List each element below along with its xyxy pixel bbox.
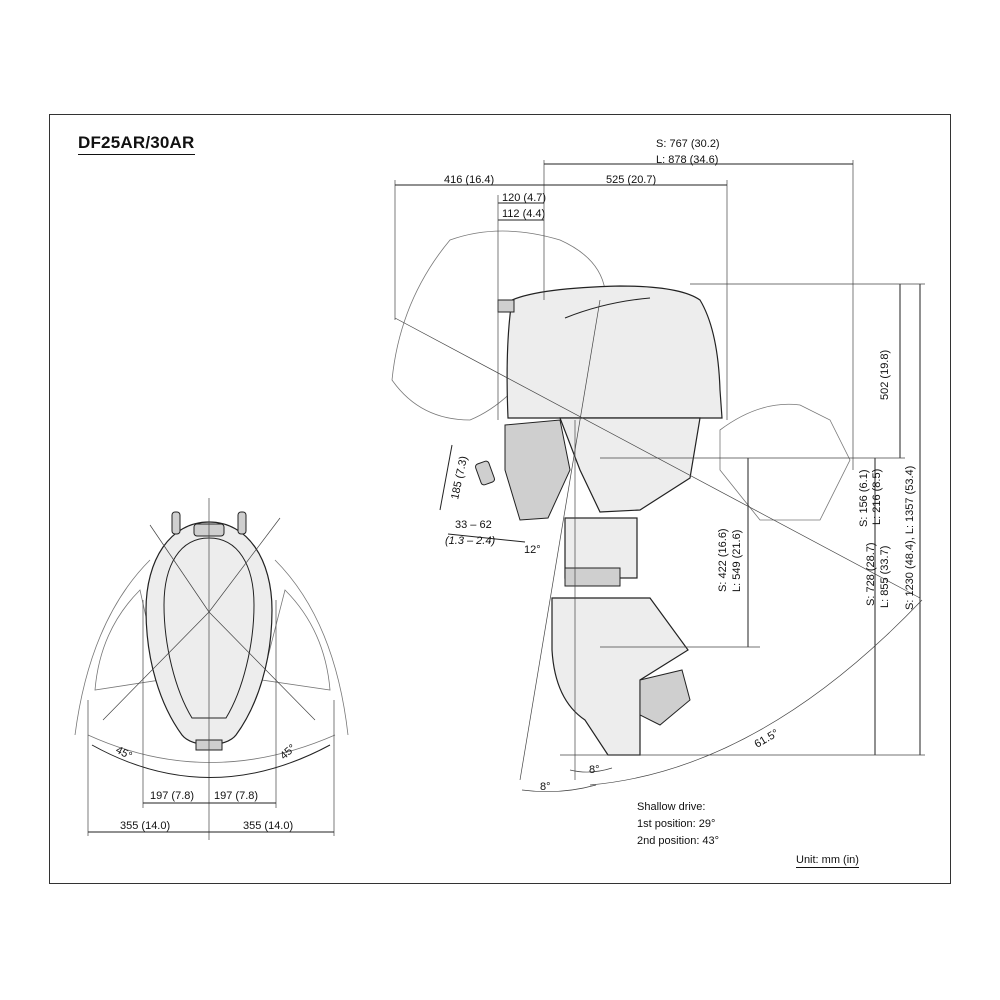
clamp-screw bbox=[475, 460, 495, 486]
unit-label: Unit: mm (in) bbox=[796, 854, 859, 868]
diag-r2 bbox=[208, 517, 281, 613]
side-view bbox=[391, 160, 925, 793]
tiller-grip bbox=[497, 299, 515, 313]
label-355-left: 355 (14.0) bbox=[120, 820, 170, 832]
label-156: S: 156 (6.1) bbox=[858, 470, 870, 527]
shallow-drive-note: Shallow drive: 1st position: 29° 2nd pos… bbox=[637, 799, 719, 850]
cowl-vent bbox=[564, 297, 651, 319]
swing-arc-left bbox=[74, 559, 151, 736]
ghost-left-engine bbox=[94, 589, 161, 691]
shallow-first: 1st position: 29° bbox=[637, 818, 716, 830]
propeller bbox=[639, 669, 691, 726]
label-355-right: 355 (14.0) bbox=[243, 820, 293, 832]
diag-l2 bbox=[149, 524, 210, 613]
label-728: S: 728 (28.7) bbox=[865, 542, 877, 606]
label-502: 502 (19.8) bbox=[879, 350, 891, 400]
left-bracket bbox=[171, 511, 181, 535]
top-view bbox=[74, 498, 349, 840]
shallow-heading: Shallow drive: bbox=[637, 801, 706, 813]
shallow-second: 2nd position: 43° bbox=[637, 835, 720, 847]
label-45-right: 45° bbox=[278, 742, 298, 762]
drawing-frame bbox=[49, 114, 951, 884]
ghost-tilted-lower bbox=[719, 403, 851, 521]
label-549: L: 549 (21.6) bbox=[731, 530, 743, 592]
right-bracket bbox=[237, 511, 247, 535]
model-title: DF25AR/30AR bbox=[78, 133, 195, 155]
ghost-right-engine bbox=[261, 589, 331, 691]
engine-cowling bbox=[506, 285, 723, 419]
label-120: 120 (4.7) bbox=[502, 192, 546, 204]
label-8deg-a: 8° bbox=[540, 781, 551, 793]
label-525: 525 (20.7) bbox=[606, 174, 656, 186]
label-422: S: 422 (16.6) bbox=[717, 528, 729, 592]
label-top-l: L: 878 (34.6) bbox=[656, 154, 718, 166]
label-197-right: 197 (7.8) bbox=[214, 790, 258, 802]
label-112: 112 (4.4) bbox=[502, 208, 545, 220]
label-416: 416 (16.4) bbox=[444, 174, 494, 186]
mid-section bbox=[559, 417, 701, 513]
label-8deg-b: 8° bbox=[589, 764, 600, 776]
swing-arc-bottom bbox=[87, 734, 336, 763]
label-top-s: S: 767 (30.2) bbox=[656, 138, 720, 150]
label-1230: S: 1230 (48.4), L: 1357 (53.4) bbox=[904, 466, 916, 610]
diag-l1 bbox=[102, 611, 210, 721]
label-615: 61.5° bbox=[753, 727, 781, 750]
label-33-62: 33 – 62 bbox=[455, 519, 492, 531]
clamp-bracket bbox=[504, 419, 571, 521]
cavitation-plate bbox=[564, 567, 621, 587]
label-13-24: (1.3 – 2.4) bbox=[445, 535, 495, 547]
label-185: 185 (7.3) bbox=[449, 455, 470, 501]
label-855: L: 855 (33.7) bbox=[879, 546, 891, 608]
label-12deg: 12° bbox=[524, 544, 541, 556]
swing-arc-right bbox=[274, 559, 349, 736]
label-216: L: 216 (8.5) bbox=[871, 469, 883, 525]
diag-r1 bbox=[208, 611, 316, 721]
label-197-left: 197 (7.8) bbox=[150, 790, 194, 802]
ghost-tilted-engine bbox=[391, 230, 606, 421]
